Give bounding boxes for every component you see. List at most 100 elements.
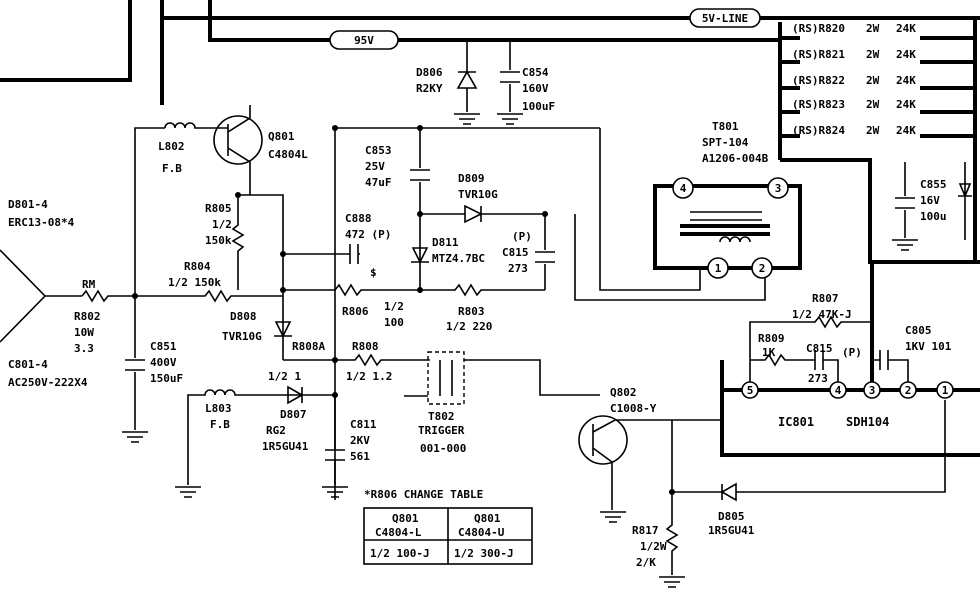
top-bus-wiring: [0, 0, 980, 264]
svg-text:2KV: 2KV: [350, 434, 370, 447]
svg-text:R804: R804: [184, 260, 211, 273]
svg-text:F.B: F.B: [210, 418, 230, 431]
svg-text:24K: 24K: [896, 74, 916, 87]
svg-text:RM: RM: [82, 278, 96, 291]
svg-text:273: 273: [508, 262, 528, 275]
svg-text:1/2W: 1/2W: [640, 540, 667, 553]
capacitor-c815-lower: C815 273 (P): [805, 342, 862, 385]
svg-text:C815: C815: [502, 246, 529, 259]
svg-text:R808A: R808A: [292, 340, 325, 353]
svg-text:24K: 24K: [896, 98, 916, 111]
svg-text:24K: 24K: [896, 48, 916, 61]
svg-text:D808: D808: [230, 310, 257, 323]
svg-text:2: 2: [905, 384, 912, 397]
svg-text:C888: C888: [345, 212, 372, 225]
svg-text:(P): (P): [842, 346, 862, 359]
resistor-r803: R803 1/2 220: [420, 283, 545, 333]
label-95v: 95V: [329, 30, 399, 50]
svg-text:5: 5: [747, 384, 754, 397]
svg-text:MTZ4.7BC: MTZ4.7BC: [432, 252, 485, 265]
svg-text:(RS)R820: (RS)R820: [792, 22, 845, 35]
svg-text:R802: R802: [74, 310, 101, 323]
svg-text:273: 273: [808, 372, 828, 385]
svg-text:472 (P): 472 (P): [345, 228, 391, 241]
svg-text:24K: 24K: [896, 124, 916, 137]
svg-text:TVR10G: TVR10G: [458, 188, 498, 201]
svg-text:C805: C805: [905, 324, 932, 337]
svg-text:561: 561: [350, 450, 370, 463]
resistor-r805: R805 1/2 150k: [205, 195, 245, 290]
svg-text:D805: D805: [718, 510, 745, 523]
svg-text:C811: C811: [350, 418, 377, 431]
svg-text:D811: D811: [432, 236, 459, 249]
svg-text:$: $: [370, 266, 377, 279]
svg-text:SPT-104: SPT-104: [702, 136, 749, 149]
svg-text:C4804L: C4804L: [268, 148, 308, 161]
table-header-col1-line1: Q801: [392, 512, 419, 525]
svg-text:100: 100: [384, 316, 404, 329]
svg-text:1/2 220: 1/2 220: [446, 320, 492, 333]
svg-text:(RS)R822: (RS)R822: [792, 74, 845, 87]
svg-text:(P): (P): [512, 230, 532, 243]
diode-d806: D806 R2KY: [416, 40, 480, 125]
svg-text:3: 3: [775, 182, 782, 195]
svg-text:IC801: IC801: [778, 415, 814, 429]
diode-d808: D808 TVR10G: [222, 310, 292, 343]
resistor-r807: R807 1/2 47K-J: [749, 292, 872, 385]
svg-text:47uF: 47uF: [365, 176, 392, 189]
capacitor-c888: C888 472 (P): [283, 212, 391, 264]
diode-d807: 1/2 1 D807 RG2 1R5GU41: [262, 370, 309, 453]
svg-text:1/2 150k: 1/2 150k: [168, 276, 221, 289]
svg-text:1/2 1: 1/2 1: [268, 370, 301, 383]
svg-text:2W: 2W: [866, 98, 880, 111]
svg-text:24K: 24K: [896, 22, 916, 35]
svg-text:C851: C851: [150, 340, 177, 353]
resistor-r806: $ R806 1/2 100: [283, 266, 420, 329]
svg-text:1R5GU41: 1R5GU41: [262, 440, 309, 453]
r806-change-table: *R806 CHANGE TABLE Q801 C4804-L Q801 C48…: [363, 488, 533, 565]
svg-text:C855: C855: [920, 178, 947, 191]
svg-text:400V: 400V: [150, 356, 177, 369]
capacitor-c855: C855 16V 100u: [892, 162, 972, 251]
transistor-q801: Q801 C4804L: [213, 105, 308, 195]
svg-text:*R806 CHANGE TABLE: *R806 CHANGE TABLE: [364, 488, 483, 501]
inductor-l803: L803 F.B: [175, 389, 335, 498]
capacitor-c854: C854 160V 100uF: [497, 40, 555, 125]
svg-text:D806: D806: [416, 66, 443, 79]
svg-text:1/2: 1/2: [384, 300, 404, 313]
svg-text:ERC13-08*4: ERC13-08*4: [8, 216, 75, 229]
resistor-r802: RM R802 10W 3.3: [74, 278, 135, 355]
svg-text:1/2: 1/2: [212, 218, 232, 231]
svg-text:C801-4: C801-4: [8, 358, 48, 371]
transformer-t802: T802 TRIGGER 001-000: [404, 351, 600, 455]
svg-text:95V: 95V: [354, 34, 374, 47]
svg-text:C1008-Y: C1008-Y: [610, 402, 657, 415]
svg-text:C853: C853: [365, 144, 392, 157]
svg-text:1/2 300-J: 1/2 300-J: [454, 547, 514, 560]
svg-text:1: 1: [715, 262, 722, 275]
resistor-r804: R804 1/2 150k: [135, 260, 283, 303]
svg-text:R817: R817: [632, 524, 659, 537]
label-5v-line: 5V-LINE: [689, 8, 761, 28]
svg-text:D809: D809: [458, 172, 485, 185]
svg-text:TRIGGER: TRIGGER: [418, 424, 465, 437]
svg-text:A1206-004B: A1206-004B: [702, 152, 769, 165]
table-header-col2-line1: Q801: [474, 512, 501, 525]
svg-text:2W: 2W: [866, 124, 880, 137]
svg-text:16V: 16V: [920, 194, 940, 207]
ic-ic801: 5 4 3 2 1 IC801 SDH104: [720, 262, 980, 457]
svg-text:C854: C854: [522, 66, 549, 79]
diode-d805: D805 1R5GU41: [672, 400, 946, 537]
svg-text:T802: T802: [428, 410, 455, 423]
svg-text:150uF: 150uF: [150, 372, 183, 385]
capacitor-c851: C851 400V 150uF: [122, 296, 183, 443]
svg-text:1K: 1K: [762, 346, 776, 359]
resistor-r808: R808A R808 1/2 1.2: [283, 340, 430, 383]
svg-text:5V-LINE: 5V-LINE: [702, 12, 748, 25]
svg-text:2: 2: [759, 262, 766, 275]
svg-text:2W: 2W: [866, 22, 880, 35]
svg-text:3: 3: [869, 384, 876, 397]
svg-text:R806: R806: [342, 305, 369, 318]
